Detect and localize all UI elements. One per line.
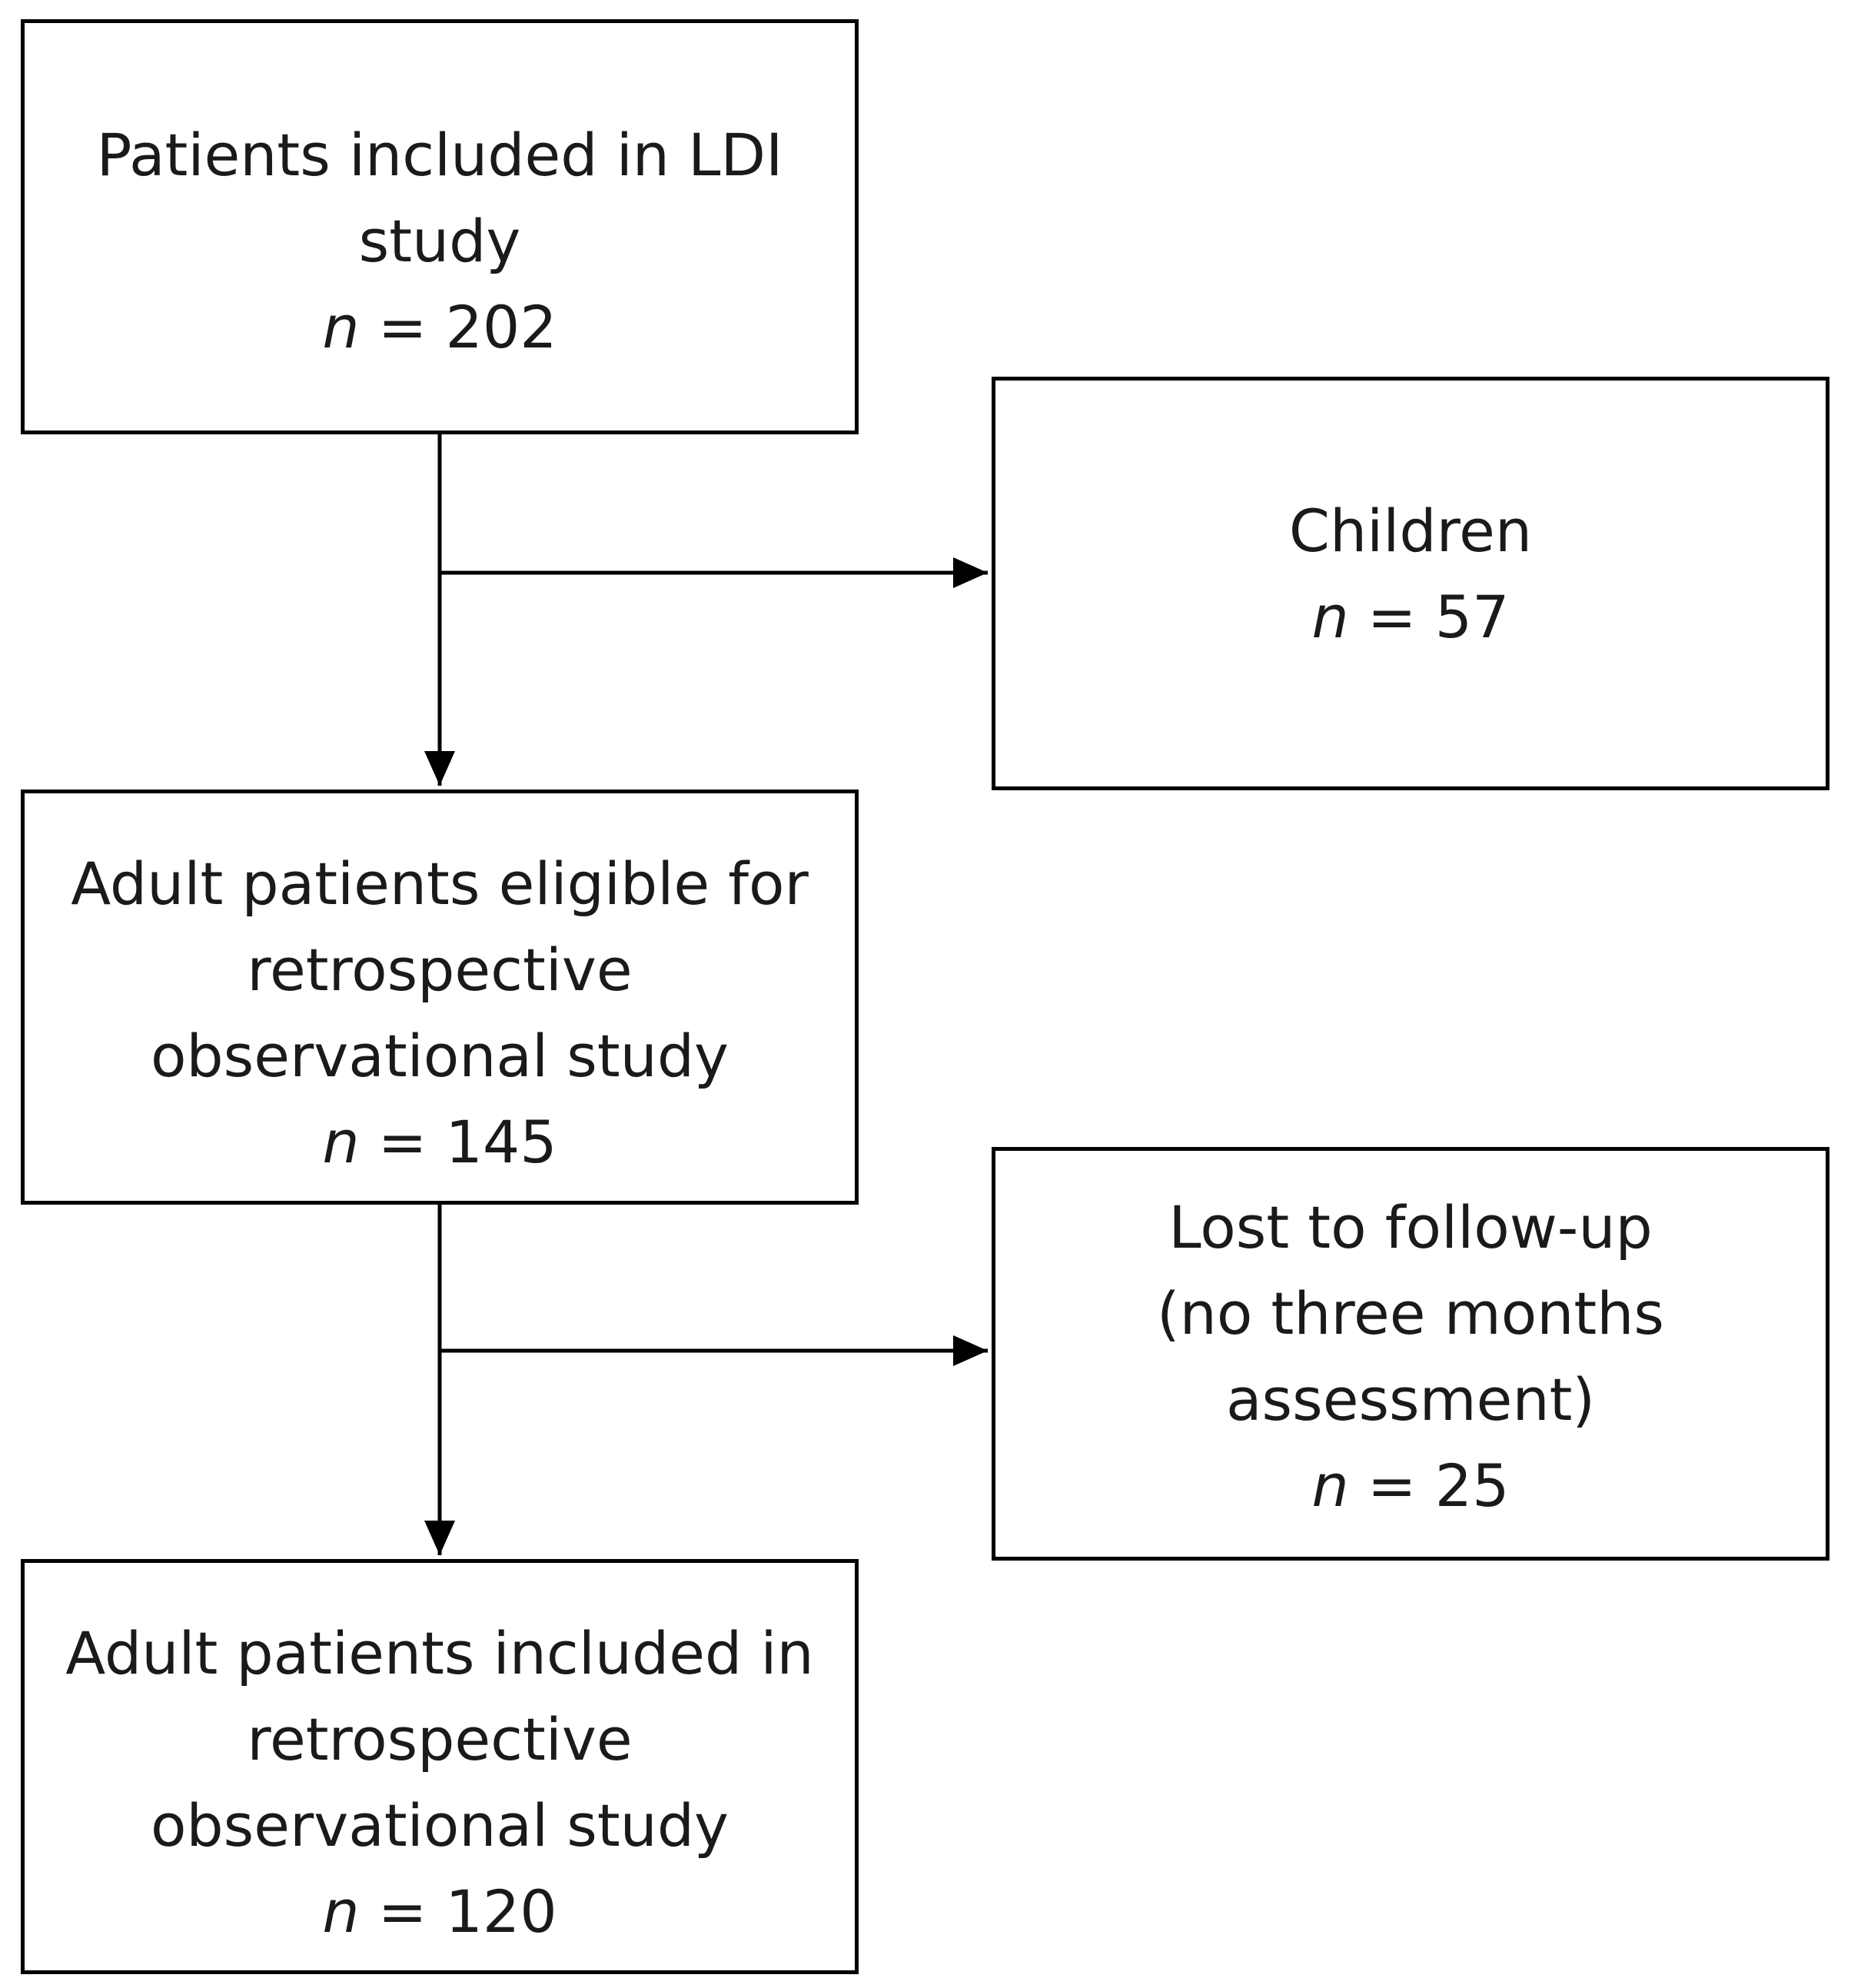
n-value: = 202 — [377, 293, 557, 361]
node-text-line: (no three months — [1157, 1279, 1664, 1348]
node-count: n = 57 — [1312, 574, 1510, 660]
node-adult-eligible: Adult patients eligible for retrospectiv… — [21, 790, 859, 1205]
node-text-line: Patients included in LDI — [96, 121, 783, 189]
node-text-line: observational study — [150, 1022, 729, 1090]
node-count: n = 145 — [322, 1099, 557, 1185]
node-text-line: Lost to follow-up — [1168, 1193, 1653, 1262]
node-text-line: observational study — [150, 1791, 729, 1860]
n-value: = 145 — [377, 1108, 557, 1176]
node-count: n = 120 — [322, 1869, 557, 1955]
node-text-line: study — [358, 207, 521, 275]
node-text-line: retrospective — [247, 936, 633, 1004]
node-text-line: Adult patients eligible for — [71, 849, 809, 918]
node-count: n = 25 — [1312, 1443, 1510, 1529]
n-value: = 25 — [1367, 1451, 1510, 1520]
node-lost-to-follow-up: Lost to follow-up (no three months asses… — [992, 1147, 1829, 1561]
node-adult-included: Adult patients included in retrospective… — [21, 1559, 859, 1974]
node-patients-included-ldi: Patients included in LDI study n = 202 — [21, 19, 859, 434]
n-symbol: n — [322, 1108, 360, 1176]
node-text-line: retrospective — [247, 1705, 633, 1774]
node-text-line: assessment) — [1225, 1365, 1596, 1434]
n-symbol: n — [1311, 1451, 1349, 1520]
node-text-line: Adult patients included in — [65, 1619, 814, 1687]
n-value: = 57 — [1367, 583, 1510, 651]
node-text-line: Children — [1288, 497, 1533, 565]
n-symbol: n — [322, 293, 360, 361]
n-symbol: n — [1311, 583, 1349, 651]
n-value: = 120 — [377, 1877, 557, 1946]
node-children: Children n = 57 — [992, 377, 1829, 790]
n-symbol: n — [322, 1877, 360, 1946]
node-count: n = 202 — [322, 284, 557, 371]
